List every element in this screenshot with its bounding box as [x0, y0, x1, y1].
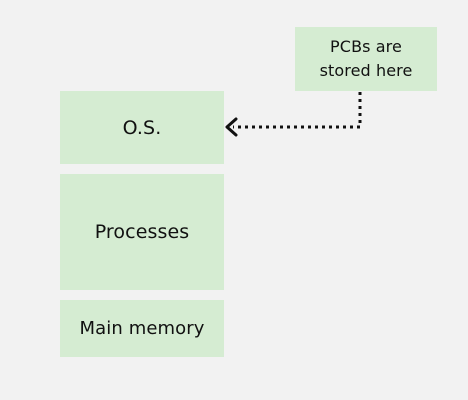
- note-text: PCBs are stored here: [319, 37, 413, 80]
- main-memory-block: Main memory: [60, 300, 224, 357]
- os-label: O.S.: [122, 116, 162, 139]
- processes-label: Processes: [94, 221, 190, 243]
- main-memory-label: Main memory: [79, 318, 205, 339]
- processes-block: Processes: [60, 174, 224, 290]
- os-block: O.S.: [60, 91, 224, 164]
- arrowhead-icon: [225, 117, 238, 137]
- note-pcbs-stored-here: PCBs are stored here: [295, 27, 437, 91]
- dotted-arrow-line: [233, 92, 362, 129]
